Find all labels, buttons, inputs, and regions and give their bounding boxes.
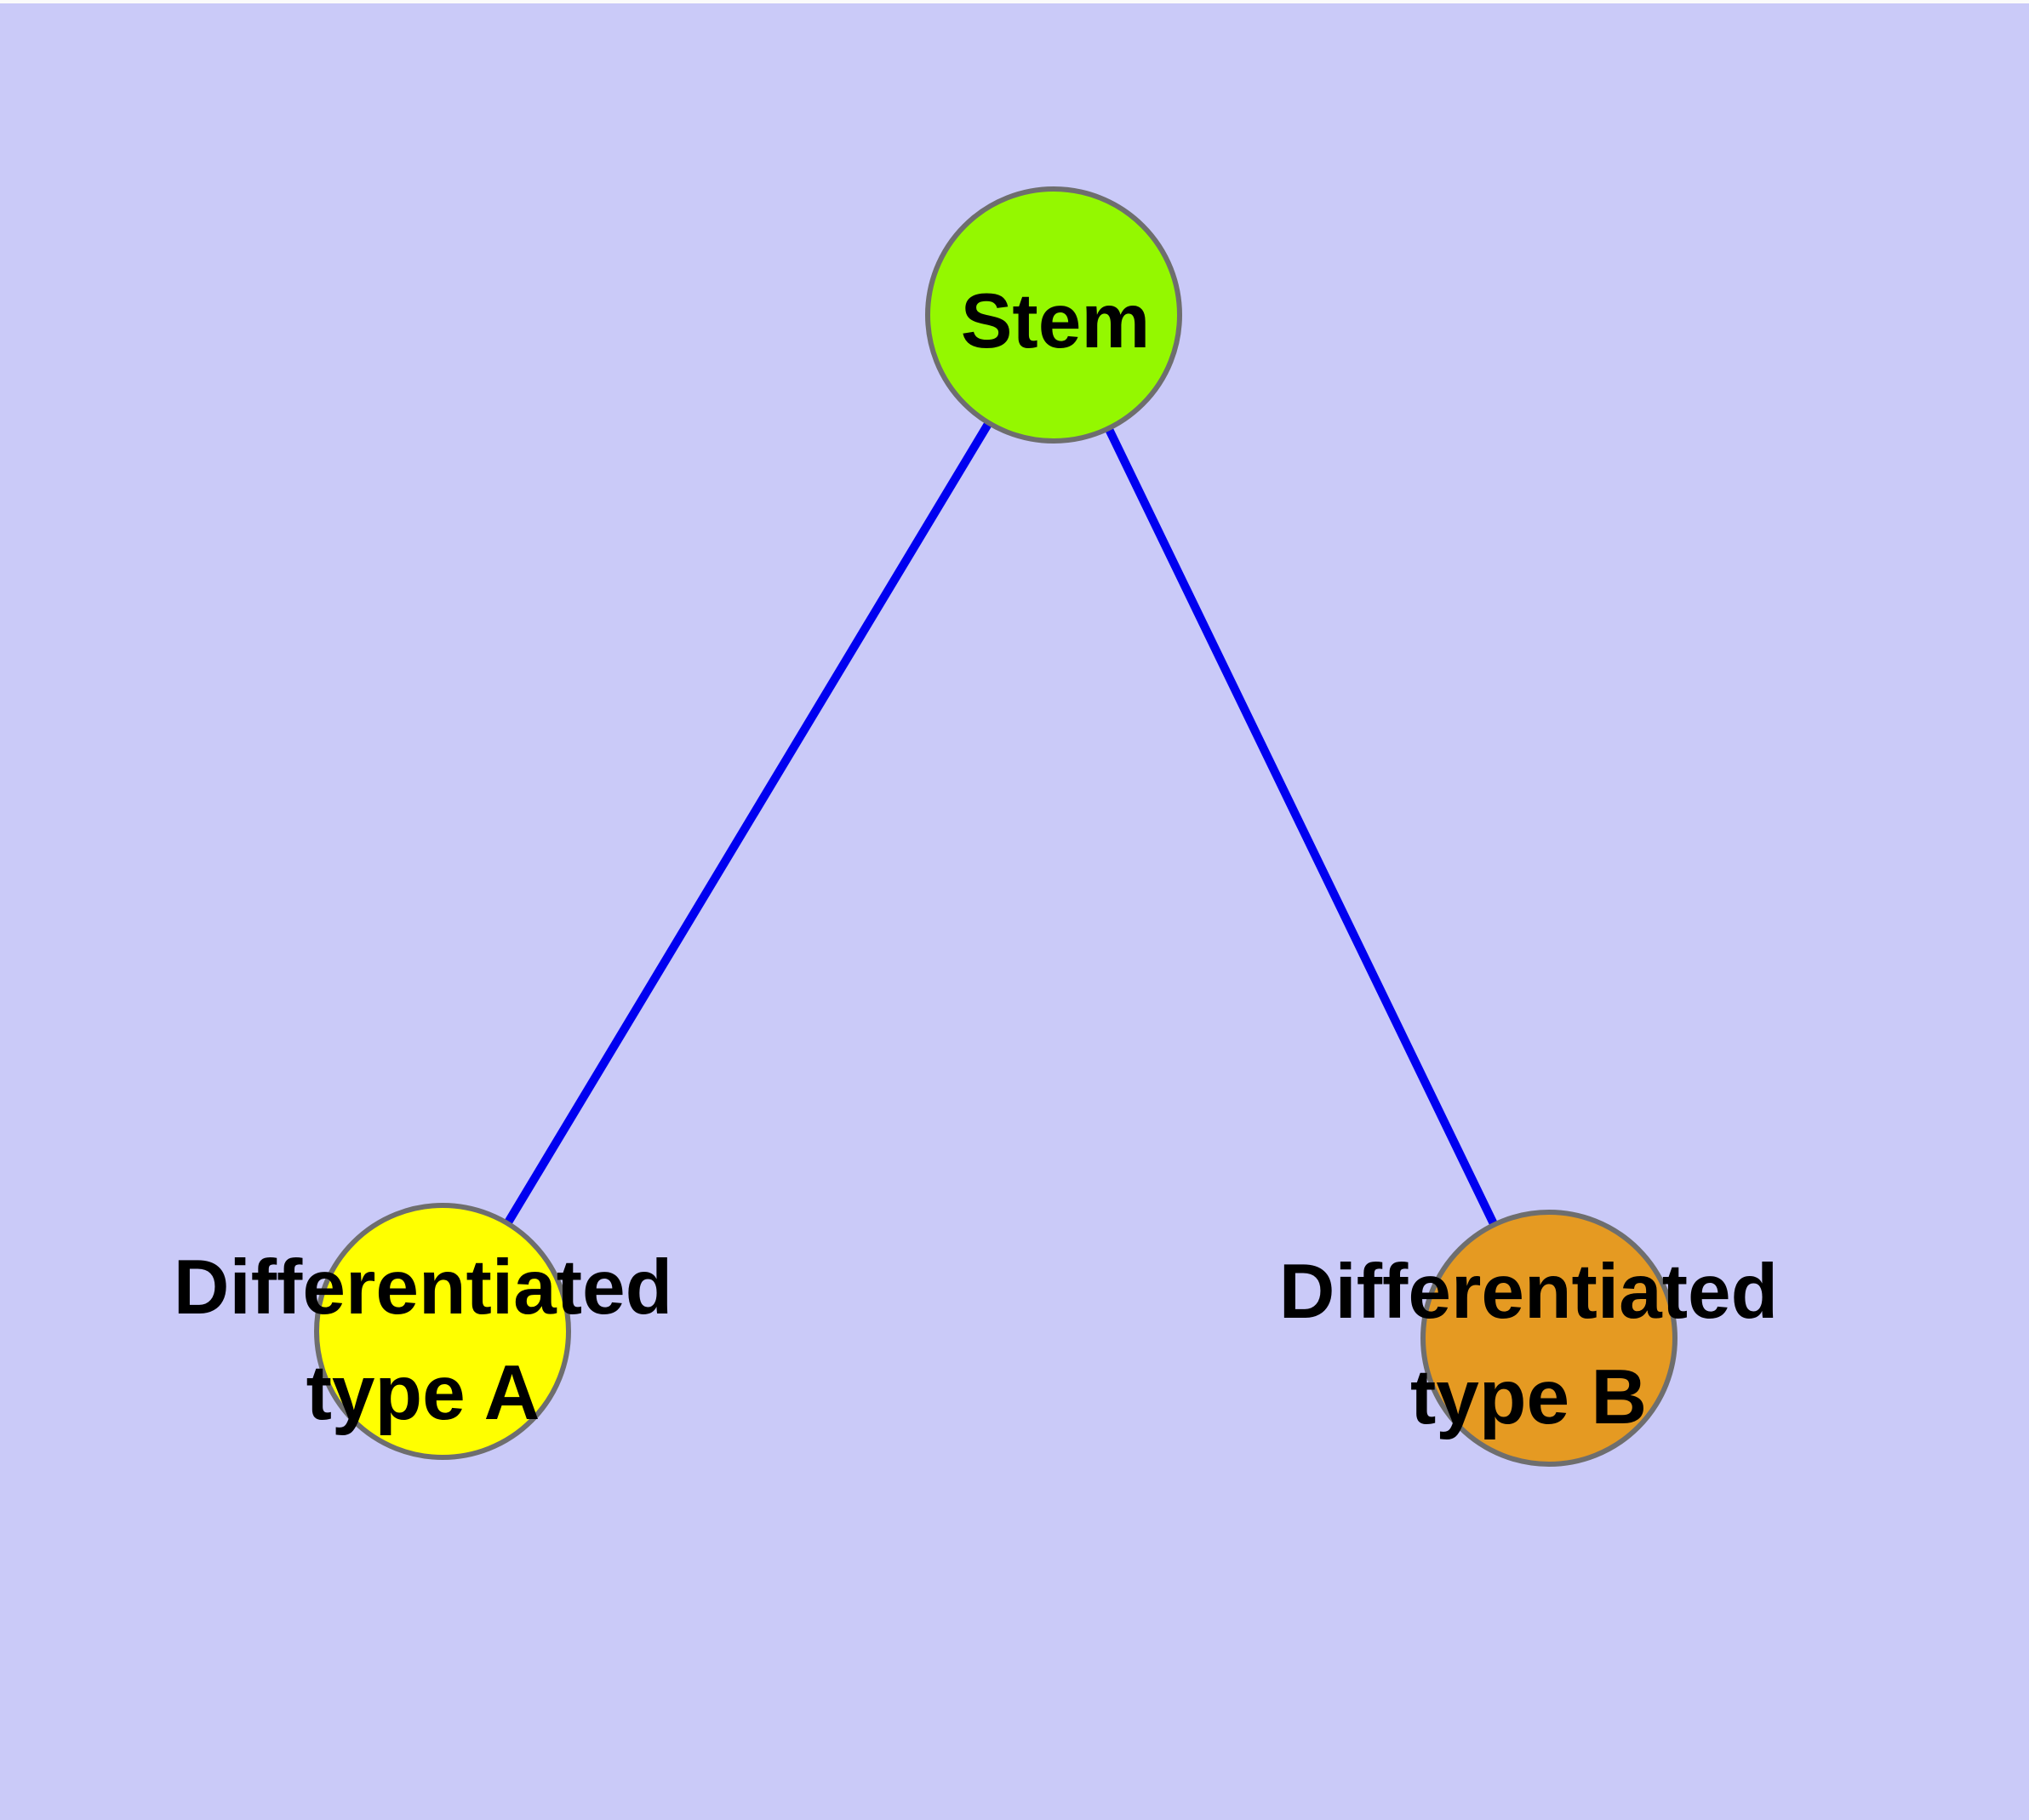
edge-stem-to-type-b	[1049, 312, 1553, 1341]
node-type-b-circle	[1420, 1210, 1677, 1467]
node-stem-label: Stem	[960, 278, 1151, 364]
edge-stem-to-type-a	[438, 312, 1058, 1334]
node-type-a-label-line1: Differentiated	[173, 1245, 673, 1331]
node-type-b-label-line2: type B	[1409, 1354, 1648, 1440]
node-type-a-label: Differentiated type A	[174, 1235, 673, 1446]
node-type-a-label-line2: type A	[306, 1350, 540, 1436]
node-stem-circle	[925, 186, 1182, 444]
top-border-strip	[0, 0, 2029, 3]
node-type-b-label: Differentiated type B	[1279, 1239, 1779, 1451]
node-type-a-circle	[314, 1203, 571, 1460]
node-type-b-label-line1: Differentiated	[1278, 1249, 1779, 1335]
